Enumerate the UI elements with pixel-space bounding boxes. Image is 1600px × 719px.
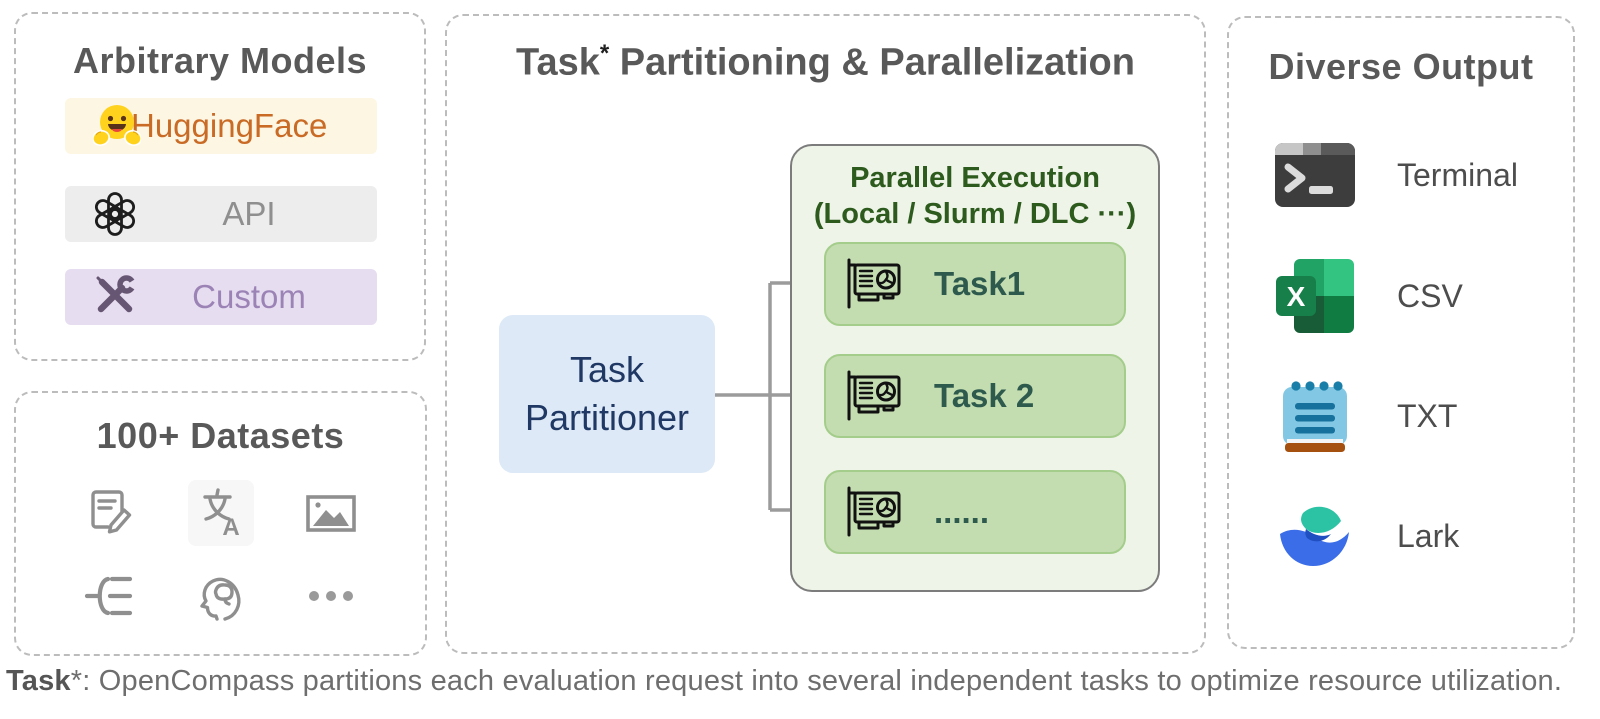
openai-logo-icon [93, 192, 137, 236]
model-label-api: API [222, 195, 276, 232]
output-row-csv: X CSV [1273, 255, 1463, 337]
output-label-lark: Lark [1397, 517, 1460, 554]
gpu-icon [844, 368, 906, 424]
datasets-title: 100+ Datasets [96, 415, 345, 456]
task-box-more: ...... [824, 470, 1126, 554]
gpu-icon [844, 256, 906, 312]
tree-list-icon [78, 563, 144, 629]
footnote-text: : OpenCompass partitions each evaluation… [82, 665, 1563, 697]
diverse-output-panel: Diverse Output Terminal [1227, 16, 1575, 649]
document-edit-icon [78, 480, 144, 546]
model-row-custom: Custom [65, 269, 377, 325]
task-partitioning-title: Task* Partitioning & Parallelization [447, 40, 1204, 85]
task-partitioner-label: Task Partitioner [524, 349, 690, 438]
lark-icon [1273, 503, 1357, 569]
translate-icon: A [188, 479, 254, 546]
task-partitioning-panel: Task* Partitioning & Parallelization Tas… [445, 14, 1206, 654]
crossed-tools-icon [93, 275, 137, 319]
huggingface-emoji-icon [93, 102, 141, 150]
task-label-more: ...... [934, 493, 990, 530]
footnote: Task*: OpenCompass partitions each evalu… [6, 665, 1598, 698]
parallel-execution-title-line2: (Local / Slurm / DLC ···) [813, 198, 1137, 231]
datasets-panel: 100+ Datasets A [14, 391, 427, 656]
image-icon [298, 480, 364, 546]
parallel-execution-title-line1: Parallel Execution [850, 162, 1100, 194]
output-label-txt: TXT [1397, 397, 1458, 434]
footnote-star: * [70, 665, 83, 697]
brain-head-icon [188, 563, 254, 629]
model-row-huggingface: HuggingFace [65, 98, 377, 154]
model-row-api: API [65, 186, 377, 242]
svg-text:A: A [222, 514, 239, 540]
parallel-execution-box: Parallel Execution (Local / Slurm / DLC … [790, 144, 1160, 592]
output-label-terminal: Terminal [1397, 156, 1518, 193]
ellipsis-icon [298, 563, 364, 629]
title-asterisk: * [599, 40, 610, 67]
arbitrary-models-panel: Arbitrary Models H [14, 12, 426, 361]
title-rest: Partitioning & Parallelization [609, 41, 1135, 84]
model-label-huggingface: HuggingFace [131, 107, 328, 144]
task-box-1: Task1 [824, 242, 1126, 326]
task-box-2: Task 2 [824, 354, 1126, 438]
footnote-term: Task [6, 665, 71, 697]
output-row-txt: TXT [1273, 375, 1457, 457]
output-row-lark: Lark [1273, 495, 1459, 577]
notepad-icon [1273, 378, 1357, 454]
svg-text:X: X [1287, 281, 1306, 312]
task-label-2: Task 2 [934, 377, 1035, 414]
arbitrary-models-title: Arbitrary Models [72, 40, 368, 81]
title-task-word: Task [516, 41, 600, 84]
diverse-output-title: Diverse Output [1268, 46, 1534, 87]
output-row-terminal: Terminal [1273, 134, 1518, 216]
output-label-csv: CSV [1397, 277, 1463, 314]
task-partitioner-box: Task Partitioner [499, 315, 715, 473]
gpu-icon [844, 484, 906, 540]
parallel-execution-title: Parallel Execution (Local / Slurm / DLC … [792, 160, 1158, 233]
excel-icon: X [1273, 259, 1357, 333]
datasets-icon-grid: A [56, 471, 386, 637]
model-label-custom: Custom [192, 278, 306, 315]
terminal-icon [1273, 143, 1357, 207]
task-label-1: Task1 [934, 265, 1026, 302]
